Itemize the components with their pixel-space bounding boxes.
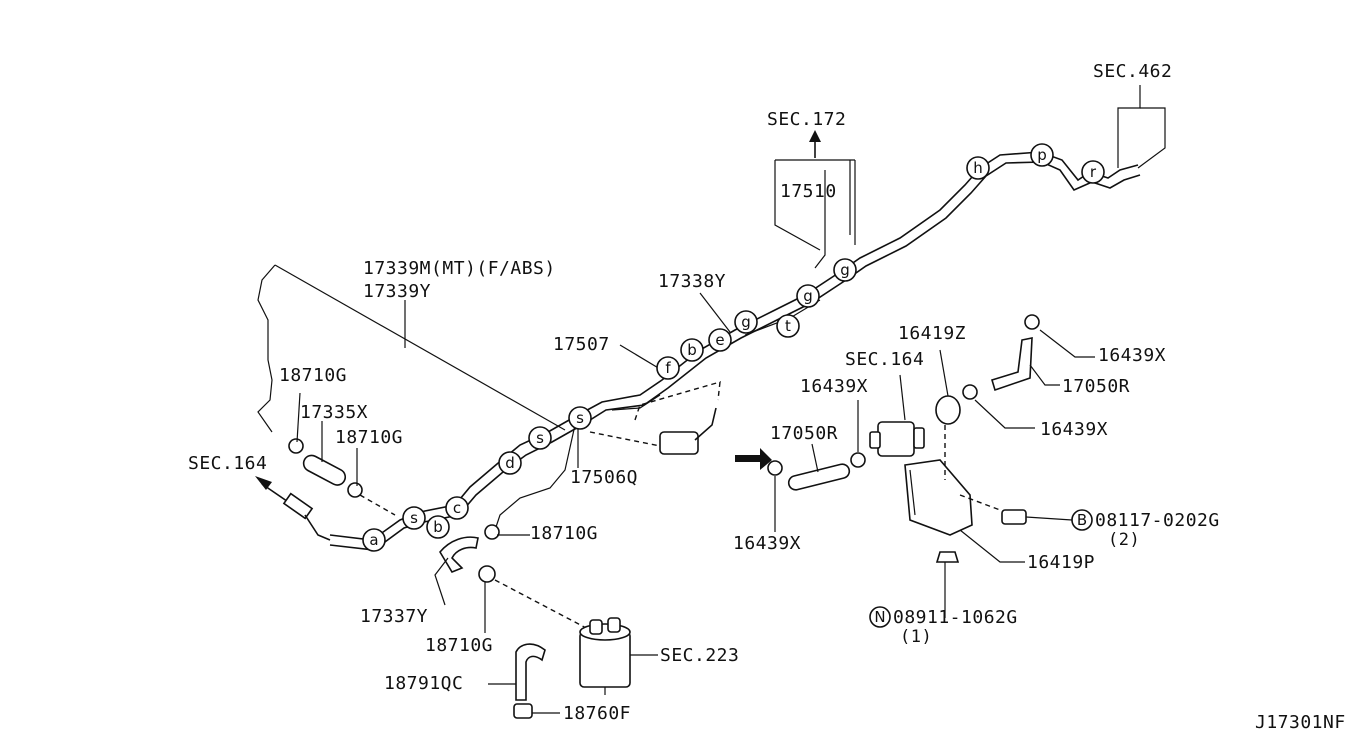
label-17050r-b: 17050R <box>1062 376 1131 397</box>
callout-letter-g: g <box>741 313 751 331</box>
label-17339m: 17339M(MT)(F/ABS) <box>363 258 556 279</box>
bolt-symbol <box>1071 509 1093 531</box>
label-17335x: 17335X <box>300 402 369 423</box>
label-17507: 17507 <box>553 334 610 355</box>
label-18710g-a: 18710G <box>279 365 348 386</box>
label-16419p: 16419P <box>1027 552 1096 573</box>
brake-line-left <box>257 264 566 433</box>
callout-letter-t: t <box>785 317 791 335</box>
label-17338y: 17338Y <box>658 271 727 292</box>
callout-circle-d <box>498 451 522 475</box>
leader-lines <box>296 292 1095 714</box>
callout-letter-d: d <box>505 454 515 472</box>
callout-circle-g <box>833 258 857 282</box>
callout-circle-g <box>796 284 820 308</box>
callout-circle-r <box>1081 160 1105 184</box>
callout-circle-p <box>1030 143 1054 167</box>
callout-letter-b: b <box>687 341 697 359</box>
label-sec164-mid: SEC.164 <box>845 349 925 370</box>
callout-letter-r: r <box>1090 163 1097 181</box>
callout-letter-e: e <box>715 331 724 349</box>
dashed-link-s <box>589 381 772 470</box>
label-17510: 17510 <box>780 181 837 202</box>
nut-symbol-letter: N <box>874 608 885 626</box>
label-sec164-left: SEC.164 <box>188 453 268 474</box>
label-17337y: 17337Y <box>360 606 429 627</box>
label-16439x-a: 16439X <box>800 376 869 397</box>
callout-letter-s: s <box>576 409 584 427</box>
label-sec223: SEC.223 <box>660 645 740 666</box>
callout-letter-g: g <box>840 261 850 279</box>
callout-circle-a <box>362 528 386 552</box>
callout-circle-b <box>680 338 704 362</box>
label-bolt-qty: (2) <box>1108 530 1141 550</box>
hose-17335x <box>288 438 396 516</box>
label-bolt-number: 08117-0202G <box>1095 510 1220 531</box>
callout-letter-c: c <box>453 499 461 517</box>
label-17339y: 17339Y <box>363 281 432 302</box>
label-18791qc: 18791QC <box>384 673 464 694</box>
callout-circle-t <box>776 314 800 338</box>
sec462-bracket <box>1117 85 1166 169</box>
main-fuel-tube <box>329 151 1141 551</box>
label-18710g-c: 18710G <box>530 523 599 544</box>
sec172-arrow <box>774 130 856 269</box>
bolt-symbol-letter: B <box>1077 511 1087 529</box>
callout-circle-b <box>426 515 450 539</box>
callout-letter-p: p <box>1037 146 1047 164</box>
callout-circle-s <box>528 426 552 450</box>
hose-sec164-left <box>255 476 331 541</box>
label-16439x-b: 16439X <box>733 533 802 554</box>
callout-letter-g: g <box>803 287 813 305</box>
callout-letter-s: s <box>536 429 544 447</box>
label-nut-number: 08911-1062G <box>893 607 1018 628</box>
nut-symbol <box>869 606 891 628</box>
callout-letter-s: s <box>410 509 418 527</box>
line-17506q <box>484 424 576 540</box>
callout-circle-c <box>445 496 469 520</box>
callout-circle-h <box>966 156 990 180</box>
filter-bracket <box>904 395 1027 563</box>
label-17506q: 17506Q <box>570 467 639 488</box>
callout-circle-s <box>568 406 592 430</box>
label-nut-qty: (1) <box>900 627 933 647</box>
hose-17050r-right <box>962 314 1040 400</box>
label-18710g-d: 18710G <box>425 635 494 656</box>
diagram-id: J17301NF <box>1255 712 1346 733</box>
label-sec172: SEC.172 <box>767 109 847 130</box>
callout-letter-b: b <box>433 518 443 536</box>
fuel-filter <box>869 374 925 457</box>
hose-18791qc <box>513 643 546 719</box>
callout-circle-f <box>656 356 680 380</box>
callout-circle-e <box>708 328 732 352</box>
label-16439x-c: 16439X <box>1098 345 1167 366</box>
hose-17050r-left <box>767 452 866 491</box>
label-18760f: 18760F <box>563 703 632 724</box>
callout-letter-a: a <box>369 531 378 549</box>
canister-sec223 <box>579 617 631 695</box>
label-sec462: SEC.462 <box>1093 61 1173 82</box>
callout-circle-g <box>734 310 758 334</box>
label-17050r-a: 17050R <box>770 423 839 444</box>
label-18710g-b: 18710G <box>335 427 404 448</box>
label-16419z: 16419Z <box>898 323 967 344</box>
callout-letter-h: h <box>973 159 983 177</box>
callout-circle-s <box>402 506 426 530</box>
label-16439x-d: 16439X <box>1040 419 1109 440</box>
callout-letter-f: f <box>665 359 671 377</box>
elbow-17337y <box>439 536 591 631</box>
